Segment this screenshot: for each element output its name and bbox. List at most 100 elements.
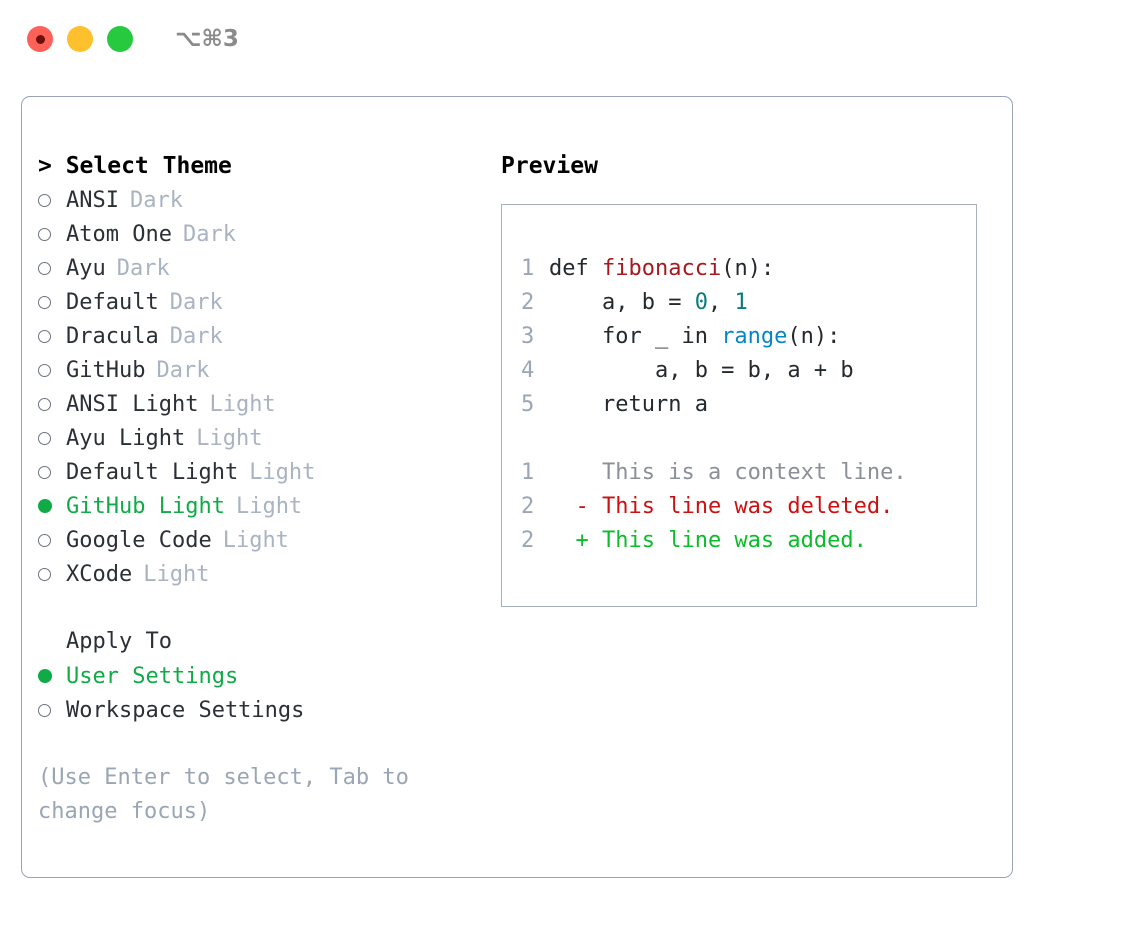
line-number: 1 [521,460,535,485]
diff-line: 2 - This line was deleted. [502,490,976,524]
keyboard-hint-text: (Use Enter to select, Tab to change focu… [38,765,423,824]
theme-variant-badge: Light [143,561,210,587]
theme-variant-badge: Light [249,459,316,485]
radio-empty-icon [38,285,66,319]
radio-empty-icon [38,387,66,421]
code-line: 5 return a [502,388,976,422]
code-token-plain: for _ in [549,324,722,349]
theme-list-item[interactable]: Default Light Light [38,455,488,489]
zoom-button-icon[interactable] [107,26,133,52]
apply-to-label: User Settings [66,664,239,689]
theme-variant-badge: Light [209,391,276,417]
line-number: 2 [521,494,535,519]
line-number: 2 [521,290,535,315]
bullet-shape [38,329,51,343]
bullet-shape [38,193,51,207]
code-token-num: 0 [694,290,708,315]
radio-empty-icon [38,523,66,557]
bullet-shape [38,703,51,717]
radio-empty-icon [38,319,66,353]
theme-name-label: Dracula [66,323,159,349]
line-number: 1 [521,256,535,281]
preview-heading: Preview [501,153,598,179]
code-token-call: range [721,324,788,349]
radio-empty-icon [38,421,66,455]
code-token-plain: (n): [787,324,841,349]
radio-empty-icon [38,455,66,489]
line-number: 5 [521,392,535,417]
keyboard-shortcut-label: ⌥⌘3 [175,26,239,52]
close-dot-icon [35,34,45,44]
apply-to-option[interactable]: User Settings [38,659,488,693]
title-bar: ⌥⌘3 [0,0,1140,78]
code-token-plain: return a [549,392,708,417]
minimize-button-icon[interactable] [67,26,93,52]
bullet-shape [38,431,51,445]
apply-to-label: Workspace Settings [66,697,305,723]
code-diff-spacer [502,422,976,456]
apply-to-heading: Apply To [66,629,172,654]
line-number: 2 [521,528,535,553]
theme-name-label: Default [66,289,159,315]
theme-variant-badge: Dark [116,255,170,281]
theme-name-label: Default Light [66,459,239,485]
diff-marker: - [549,494,602,519]
line-number: 4 [521,358,535,383]
code-token-plain: a, b = b, a + b [549,358,854,383]
theme-variant-badge: Dark [156,357,210,383]
diff-marker: + [549,528,602,553]
diff-line: 1 This is a context line. [502,456,976,490]
diff-text: This is a context line. [601,460,907,485]
code-line: 3 for _ in range(n): [502,320,976,354]
theme-name-label: GitHub Light [66,494,225,519]
bullet-shape [38,499,52,513]
radio-empty-icon [38,183,66,217]
traffic-lights [27,26,133,52]
code-line: 4 a, b = b, a + b [502,354,976,388]
theme-list-item[interactable]: GitHub Light Light [38,489,488,523]
code-token-plain: (n): [721,256,775,281]
apply-to-option[interactable]: Workspace Settings [38,693,488,727]
theme-list-item[interactable]: Dracula Dark [38,319,488,353]
code-token-plain: a, b = [549,290,695,315]
bullet-shape [38,295,51,309]
theme-variant-badge: Light [235,494,303,519]
diff-text: This line was deleted. [601,494,894,519]
code-token-fn: fibonacci [601,256,722,281]
bullet-shape [38,261,51,275]
radio-empty-icon [38,353,66,387]
bullet-shape [38,465,51,479]
line-number: 3 [521,324,535,349]
diff-line: 2 + This line was added. [502,524,976,558]
theme-list-heading: > Select Theme [38,153,232,179]
radio-empty-icon [38,693,66,727]
theme-variant-badge: Dark [129,187,183,213]
radio-selected-icon [38,489,66,523]
diff-block: 1 This is a context line.2 - This line w… [502,456,976,558]
theme-name-label: Ayu Light [66,425,186,451]
radio-empty-icon [38,217,66,251]
close-button-icon[interactable] [27,26,53,52]
theme-variant-badge: Dark [169,323,223,349]
radio-empty-icon [38,557,66,591]
theme-name-label: Ayu [66,255,106,281]
radio-selected-icon [38,659,66,693]
theme-list-item[interactable]: Ayu Dark [38,251,488,285]
